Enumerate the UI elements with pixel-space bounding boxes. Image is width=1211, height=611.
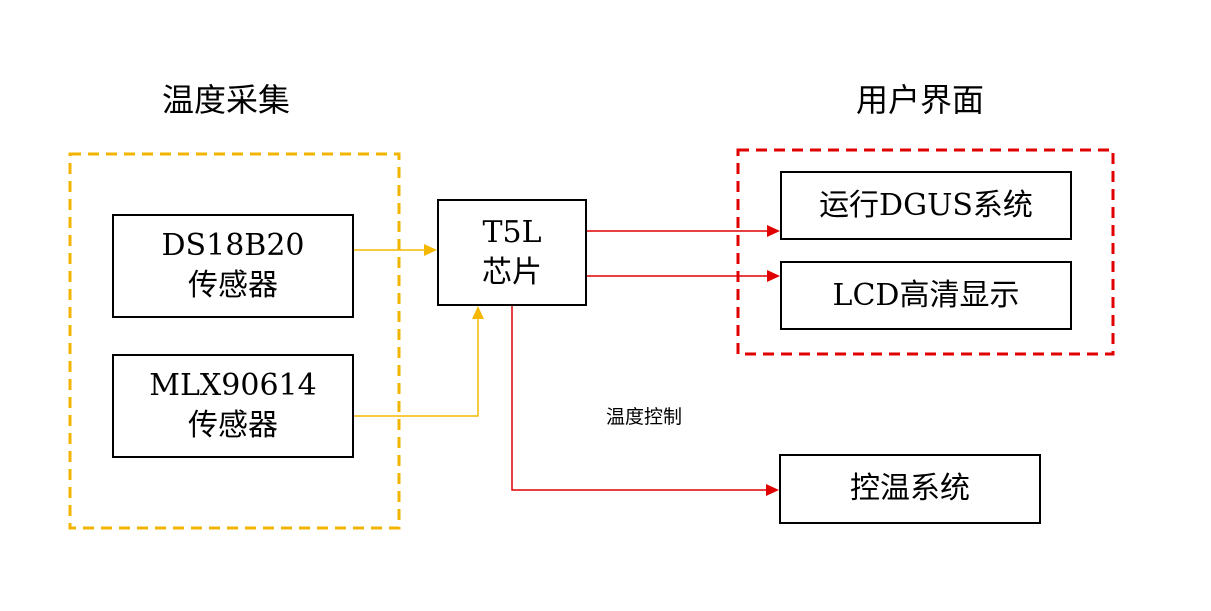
edge-t5l-to-lcd	[586, 270, 780, 282]
lcd-display-node: LCD高清显示	[780, 261, 1072, 330]
ds18b20-node-name: DS18B20	[161, 228, 305, 263]
arrowhead-icon	[424, 244, 437, 256]
dgus-system-node: 运行DGUS系统	[780, 171, 1072, 240]
ui-group-title: 用户界面	[856, 81, 985, 119]
arrowhead-icon	[767, 225, 780, 237]
t5l-node-type: 芯片	[482, 254, 542, 290]
arrowhead-icon	[472, 306, 484, 319]
edge-ds18b20-to-t5l	[352, 244, 437, 256]
mlx90614-node-name: MLX90614	[149, 368, 317, 403]
edge-t5l-to-dgus	[586, 225, 780, 237]
control-node-label: 控温系统	[850, 471, 970, 506]
ui-group-frame	[736, 148, 1115, 356]
ds18b20-node-type: 传感器	[188, 268, 278, 303]
acquisition-group-title: 温度采集	[162, 81, 291, 119]
arrowhead-icon	[767, 270, 780, 282]
dgus-node-label: 运行DGUS系统	[819, 187, 1033, 223]
t5l-chip-node: T5L 芯片	[437, 199, 587, 306]
t5l-node-name: T5L	[482, 214, 542, 250]
arrowhead-icon	[766, 484, 779, 496]
mlx90614-node-type: 传感器	[188, 408, 278, 443]
temperature-control-system-node: 控温系统	[779, 454, 1041, 524]
ds18b20-sensor-node: DS18B20 传感器	[112, 214, 354, 318]
edge-t5l-to-control	[511, 305, 779, 496]
edge-mlx90614-to-t5l	[352, 306, 484, 417]
acquisition-group-frame	[68, 152, 401, 530]
mlx90614-sensor-node: MLX90614 传感器	[112, 354, 354, 458]
edge-label-temperature-control: 温度控制	[606, 406, 683, 428]
lcd-node-label: LCD高清显示	[832, 277, 1020, 313]
